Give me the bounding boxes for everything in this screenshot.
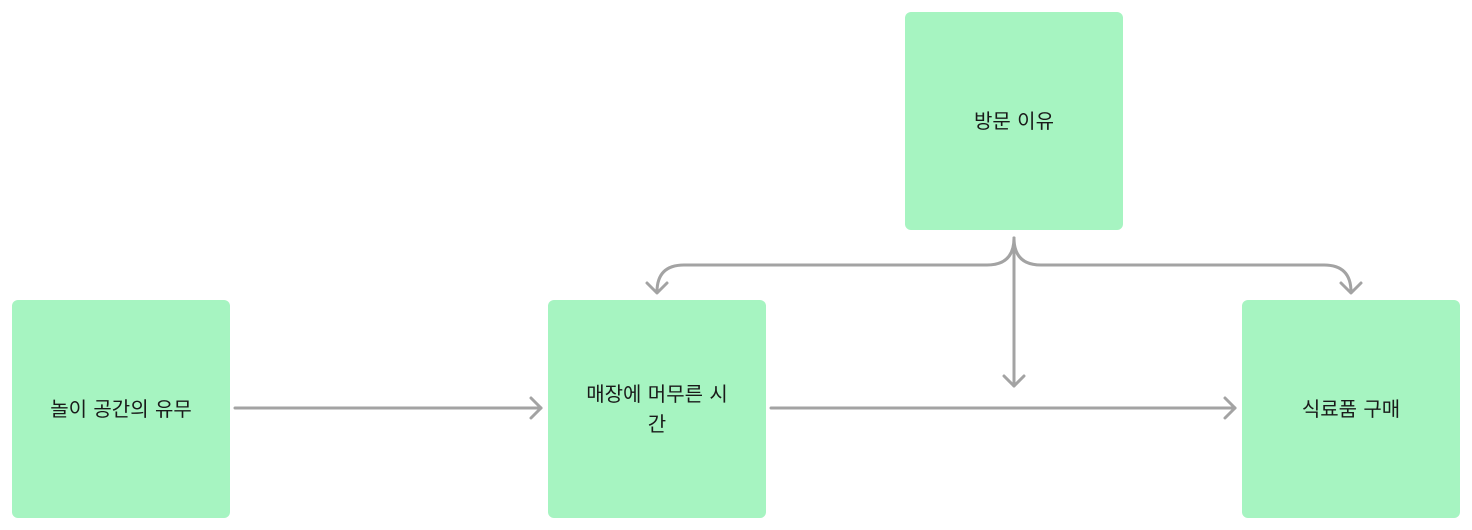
node-play-space-label: 놀이 공간의 유무 — [50, 397, 192, 421]
edge-reason-to-buy — [1012, 236, 1363, 295]
node-visit-reason: 방문 이유 — [905, 12, 1123, 230]
node-stay-time-label: 매장에 머무른 시간 — [586, 382, 728, 436]
edge-play-to-stay — [233, 396, 543, 420]
node-grocery-purchase: 식료품 구매 — [1242, 300, 1460, 518]
edge-reason-to-path — [1002, 236, 1026, 388]
edge-stay-to-buy — [769, 396, 1237, 420]
node-visit-reason-label: 방문 이유 — [974, 109, 1054, 133]
node-stay-time: 매장에 머무른 시간 — [548, 300, 766, 518]
node-grocery-purchase-label: 식료품 구매 — [1301, 397, 1401, 421]
node-play-space: 놀이 공간의 유무 — [12, 300, 230, 518]
edge-reason-to-stay — [645, 236, 1016, 295]
